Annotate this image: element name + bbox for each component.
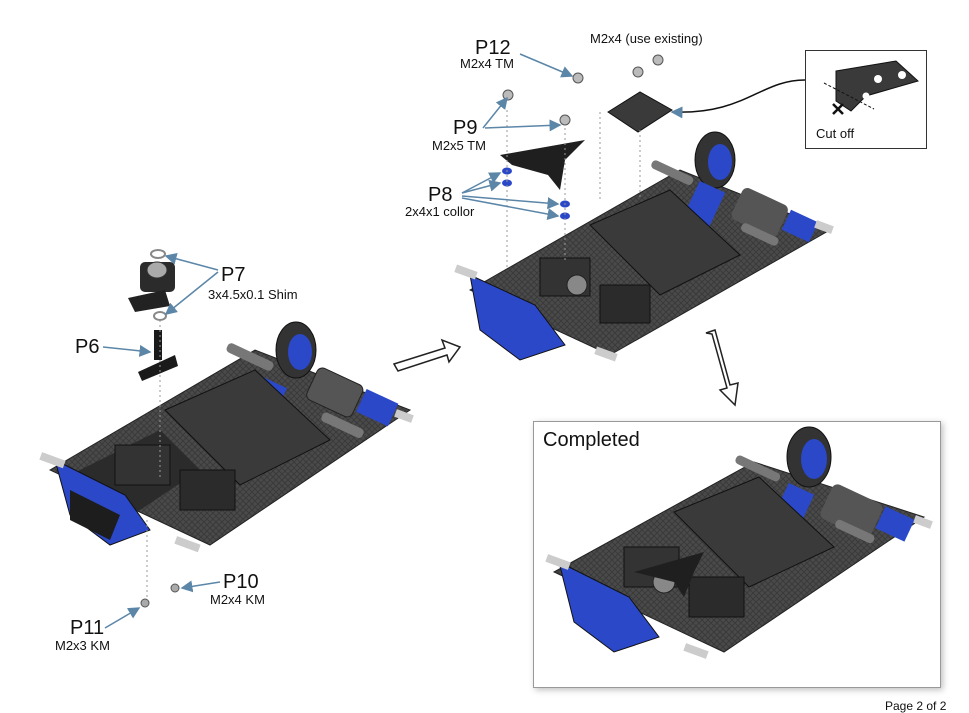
label-p10: P10 bbox=[223, 571, 259, 593]
label-p9: P9 bbox=[453, 117, 478, 139]
label-p12-spec: M2x4 TM bbox=[460, 56, 514, 71]
label-top-note: M2x4 (use existing) bbox=[590, 31, 703, 46]
p7-bearing-assembly bbox=[128, 249, 178, 381]
label-p8-spec: 2x4x1 collor bbox=[405, 204, 475, 219]
label-p10-spec: M2x4 KM bbox=[210, 592, 265, 607]
inset-leader-line bbox=[670, 79, 806, 119]
completed-title: Completed bbox=[543, 429, 640, 451]
step-arrow-right bbox=[392, 338, 462, 372]
p10-p11-screws bbox=[140, 583, 180, 608]
exploded-parts-top bbox=[500, 54, 673, 270]
top-chassis bbox=[454, 131, 834, 362]
label-p7: P7 bbox=[221, 264, 246, 286]
page-number: Page 2 of 2 bbox=[885, 699, 947, 713]
label-p11-spec: M2x3 KM bbox=[55, 638, 110, 653]
step-arrow-down bbox=[705, 329, 739, 407]
label-p9-spec: M2x5 TM bbox=[432, 138, 486, 153]
label-p7-spec: 3x4.5x0.1 Shim bbox=[208, 287, 298, 302]
cut-off-caption: Cut off bbox=[816, 126, 855, 141]
cut-off-plate-drawing bbox=[823, 60, 919, 115]
cut-off-inset: Cut off bbox=[805, 50, 927, 149]
left-chassis bbox=[39, 321, 414, 553]
callout-lines bbox=[102, 53, 574, 629]
label-p6: P6 bbox=[75, 336, 100, 358]
label-p12: P12 bbox=[475, 37, 511, 59]
completed-panel: Completed bbox=[533, 421, 941, 688]
label-p11: P11 bbox=[70, 617, 105, 639]
label-p8: P8 bbox=[428, 184, 453, 206]
completed-chassis bbox=[545, 426, 933, 659]
